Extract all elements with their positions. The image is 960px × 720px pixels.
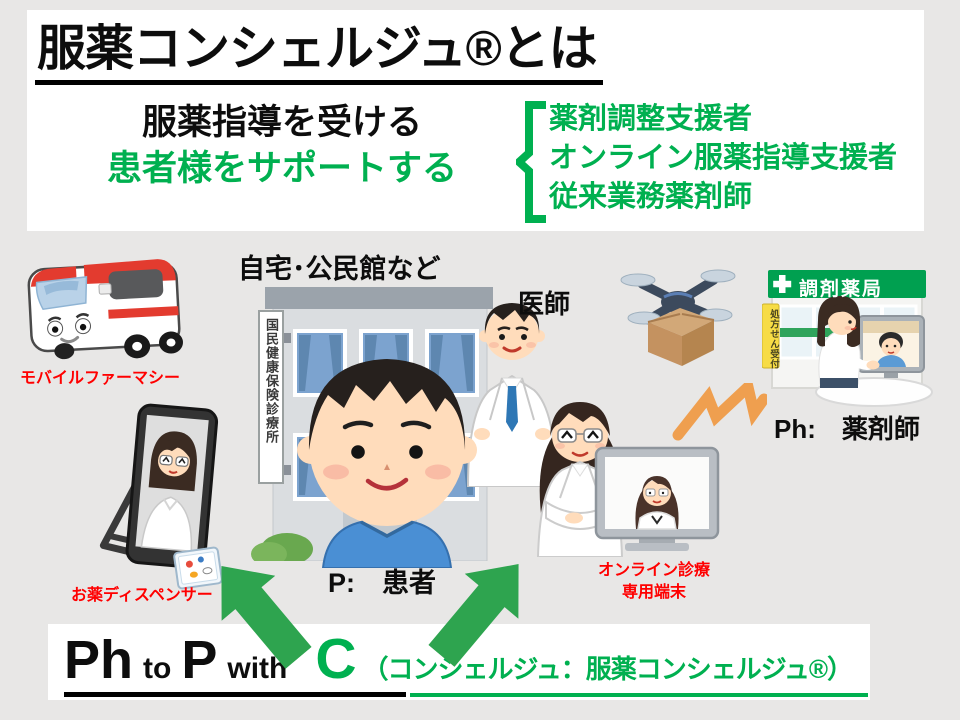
online-terminal-illustration — [594, 446, 720, 551]
online-terminal-label-line1: オンライン診療 — [597, 562, 710, 579]
patient-label: P: 患者 — [328, 568, 436, 598]
ambulance-illustration — [27, 259, 184, 360]
doctor-label: 医師 — [518, 289, 571, 319]
role-item: 薬剤調整支援者 — [549, 103, 753, 135]
subtitle-line1: 服薬指導を受ける — [141, 103, 422, 142]
mobile-pharmacy-label: モバイルファーマシー — [20, 370, 181, 387]
formula-underline-green — [410, 693, 868, 697]
clinic-sign: 国民健康保険診療所 — [264, 318, 279, 444]
online-terminal-label-line2: 専用端末 — [621, 584, 686, 601]
roles-list: 薬剤調整支援者 オンライン服薬指導支援者 従来業務薬剤師 — [549, 100, 897, 217]
formula-ph: Ph — [64, 630, 134, 690]
role-item: オンライン服薬指導支援者 — [549, 142, 898, 174]
formula-to: to — [143, 652, 172, 685]
formula-paren: （コンシェルジュ：服薬コンシェルジュ®） — [362, 654, 854, 684]
up-left-arrow-icon — [221, 566, 312, 669]
pharmacy-illustration — [762, 270, 933, 407]
header-panel: 服薬コンシェルジュ®とは 服薬指導を受ける 患者様をサポートする 薬剤調整支援者… — [27, 10, 924, 231]
formula: Ph to P with C （コンシェルジュ：服薬コンシェルジュ®） — [64, 624, 864, 694]
signal-zigzag-icon — [672, 383, 767, 441]
online-terminal-label: オンライン診療 専用端末 — [574, 560, 734, 604]
up-right-arrow-icon — [428, 564, 519, 667]
subtitle: 服薬指導を受ける 患者様をサポートする — [72, 100, 492, 192]
subtitle-line2: 患者様をサポートする — [106, 149, 457, 188]
medicine-dispenser-illustration — [99, 403, 223, 590]
delivery-drone-illustration — [620, 269, 736, 366]
role-item: 従来業務薬剤師 — [549, 181, 753, 213]
patient-illustration — [297, 359, 477, 568]
formula-p: P — [181, 630, 218, 690]
formula-c: C — [315, 627, 357, 691]
prescription-sign: 処方せん受付 — [768, 309, 779, 369]
dispenser-label: お薬ディスペンサー — [71, 587, 213, 604]
pharmacy-sign: 調剤薬局 — [799, 279, 884, 300]
brace-icon — [516, 101, 546, 223]
home-label: 自宅･公民館など — [238, 254, 441, 284]
page-title: 服薬コンシェルジュ®とは — [35, 22, 603, 85]
pharmacist-label: Ph: 薬剤師 — [774, 414, 920, 444]
formula-underline-black — [64, 692, 406, 697]
